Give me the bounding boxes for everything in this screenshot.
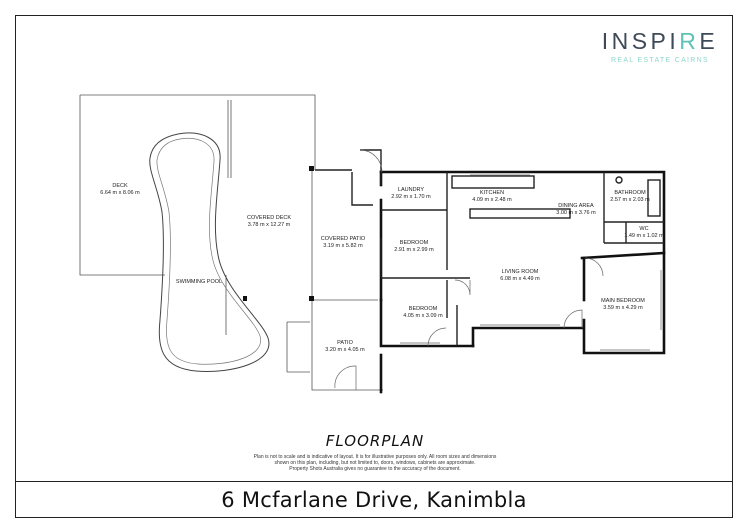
house-outline <box>379 170 666 255</box>
swimming-pool <box>149 132 270 372</box>
plan-title: FLOORPLAN <box>325 432 425 450</box>
room-swimming-pool: SWIMMING POOL <box>175 279 223 285</box>
page-frame <box>15 15 733 482</box>
deck-outline <box>80 94 316 170</box>
address-bar: 6 Mcfarlane Drive, Kanimbla <box>15 482 733 518</box>
brand-logo: INSPIRE REAL ESTATE CAIRNS <box>600 28 720 64</box>
logo-wordmark: INSPIRE <box>601 28 719 54</box>
property-address: 6 Mcfarlane Drive, Kanimbla <box>221 487 527 512</box>
logo-tagline: REAL ESTATE CAIRNS <box>611 57 709 64</box>
disclaimer-text: Plan is not to scale and is indicative o… <box>253 454 497 472</box>
